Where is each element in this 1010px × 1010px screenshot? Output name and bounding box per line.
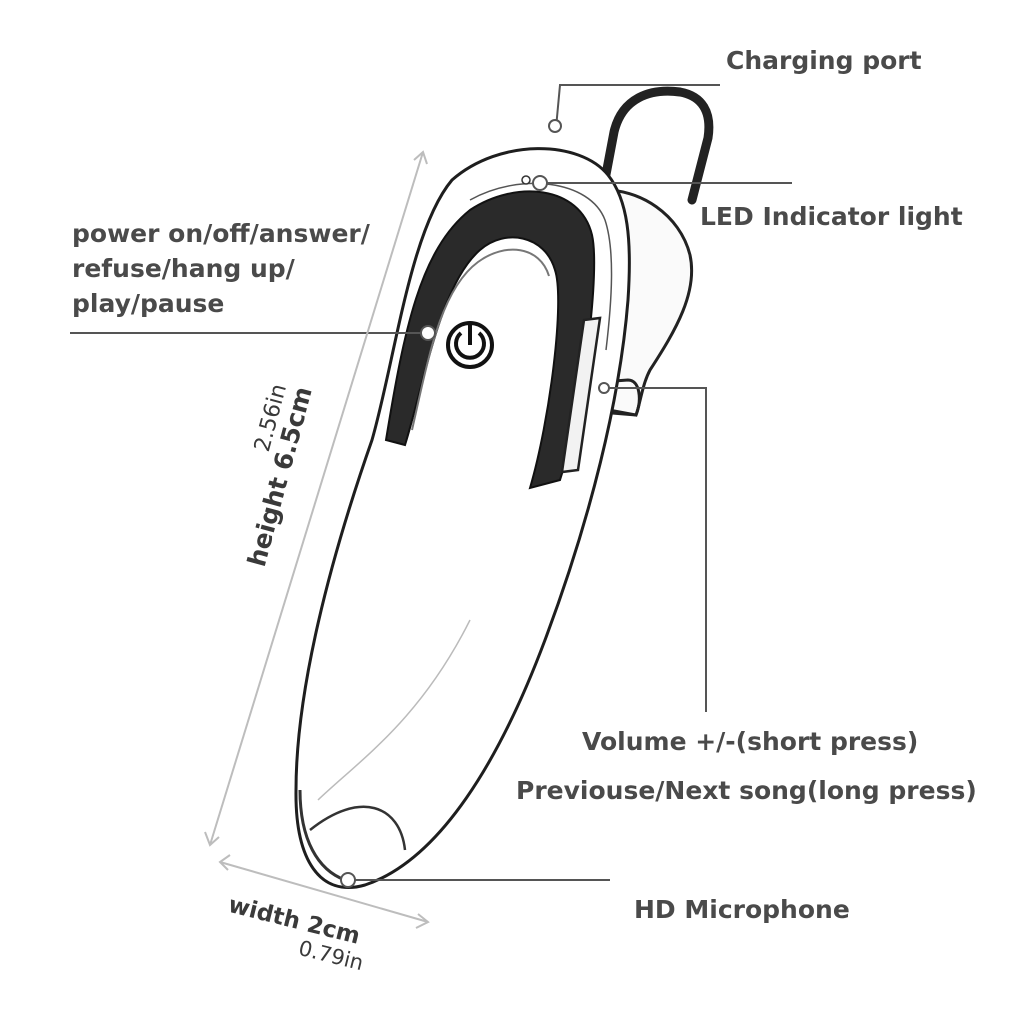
- ear-hook: [599, 86, 714, 205]
- front-panel-highlight: [411, 248, 550, 431]
- body-lower-line: [309, 805, 407, 851]
- callout-lines: [70, 84, 792, 888]
- volume-key: [560, 316, 602, 474]
- ear-bud-tip: [599, 378, 641, 417]
- label-power-line-1: power on/off/answer/: [72, 219, 370, 248]
- label-led-indicator: LED Indicator light: [700, 202, 963, 231]
- label-power-line-2: refuse/hang up/: [72, 254, 295, 283]
- label-power-line-3: play/pause: [72, 289, 225, 318]
- label-prev-next: Previouse/Next song(long press): [516, 776, 977, 805]
- label-volume: Volume +/-(short press): [582, 727, 919, 756]
- label-power-button: power on/off/answer/ refuse/hang up/ pla…: [72, 216, 370, 321]
- ear-hook-inner: [613, 102, 700, 199]
- label-microphone: HD Microphone: [634, 895, 850, 924]
- body-rim: [298, 789, 346, 882]
- dimension-arrows: [204, 150, 430, 929]
- headset-body: [294, 147, 631, 889]
- body-inner-contour: [469, 182, 613, 351]
- body-lower-line-2: [317, 619, 471, 801]
- led-dot: [521, 175, 531, 185]
- power-icon: [446, 321, 494, 369]
- label-charging-port: Charging port: [726, 46, 922, 75]
